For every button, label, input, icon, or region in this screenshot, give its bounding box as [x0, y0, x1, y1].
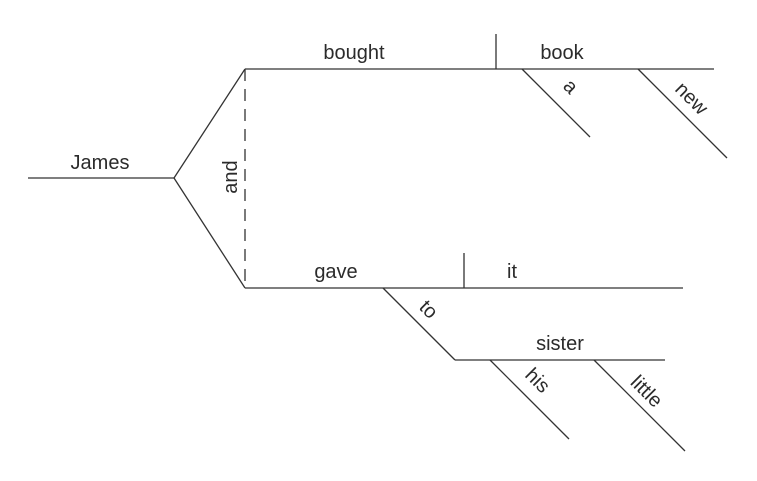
word-james: James — [71, 152, 130, 174]
word-gave: gave — [314, 261, 357, 283]
word-book: book — [540, 42, 584, 64]
word-to: to — [415, 296, 442, 323]
fork-upper-line — [173, 68, 246, 179]
word-a: a — [559, 75, 583, 99]
word-little: little — [626, 371, 667, 412]
preposition-line — [382, 287, 456, 361]
modifier-new-line — [637, 68, 728, 159]
modifier-his-line — [489, 359, 570, 440]
word-his: his — [520, 364, 554, 398]
modifier-little-line — [593, 359, 686, 452]
word-it: it — [507, 261, 517, 283]
modifier-a-line — [521, 68, 591, 138]
word-sister: sister — [536, 333, 584, 355]
word-and: and — [220, 160, 242, 193]
word-bought: bought — [323, 42, 385, 64]
word-new: new — [670, 78, 712, 120]
fork-lower-line — [173, 177, 246, 289]
